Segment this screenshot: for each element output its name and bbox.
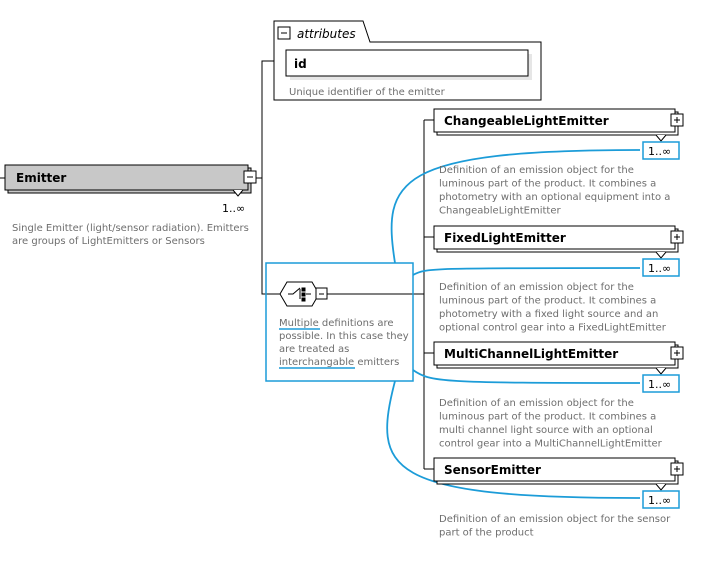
attribute-id-description: Unique identifier of the emitter (289, 87, 446, 98)
element-multichannel[interactable]: MultiChannelLightEmitter 1..∞ Definition o… (433, 341, 684, 450)
element-name: SensorEmitter (444, 463, 541, 477)
highlight-curve-2 (412, 267, 641, 276)
highlight-curves (386, 149, 641, 499)
sequence-marker-icon (655, 251, 667, 259)
collapse-icon[interactable] (243, 170, 257, 184)
cardinality-box (642, 374, 680, 393)
element-changeable[interactable]: ChangeableLightEmitter 1..∞ Definition of … (433, 108, 684, 217)
choice-compositor[interactable]: Multiple definitions are possible. In th… (265, 262, 414, 382)
element-cardinality: 1..∞ (648, 378, 671, 391)
sequence-marker-icon (655, 367, 667, 375)
cardinality-box (642, 258, 680, 277)
highlight-curve-1 (390, 149, 641, 264)
root-cardinality: 1..∞ (222, 202, 245, 215)
element-name: FixedLightEmitter (444, 231, 566, 245)
root-name: Emitter (16, 171, 66, 185)
collapse-choice-icon[interactable] (315, 287, 328, 300)
element-description: Definition of an emission object for the… (439, 282, 667, 334)
attribute-id[interactable] (285, 49, 529, 77)
attributes-group: attributes id Unique identifier of the e… (273, 20, 542, 101)
expand-icon[interactable] (670, 230, 684, 244)
expand-icon[interactable] (670, 346, 684, 360)
root-description: Single Emitter (light/sensor radiation).… (12, 223, 252, 247)
highlight-curve-4 (386, 380, 641, 499)
cardinality-box (642, 141, 680, 160)
element-description: Definition of an emission object for the… (439, 165, 670, 217)
cardinality-box (642, 490, 680, 509)
root-element[interactable]: Emitter 1..∞ (0, 164, 257, 215)
element-cardinality: 1..∞ (648, 262, 671, 275)
elements-layer: ChangeableLightEmitter 1..∞ Definition of … (433, 108, 684, 539)
element-cardinality: 1..∞ (648, 494, 671, 507)
sequence-marker-icon (232, 189, 244, 197)
expand-icon[interactable] (670, 462, 684, 476)
sequence-marker-icon (655, 134, 667, 142)
attribute-id-name: id (294, 57, 307, 71)
element-fixed[interactable]: FixedLightEmitter 1..∞ Definition of an em… (433, 225, 684, 334)
element-description: Definition of an emission object for the… (439, 398, 663, 450)
element-name: ChangeableLightEmitter (444, 114, 609, 128)
element-sensor[interactable]: SensorEmitter 1..∞ Definition of an emissi… (433, 457, 684, 539)
element-name: MultiChannelLightEmitter (444, 347, 618, 361)
expand-icon[interactable] (670, 113, 684, 127)
sequence-marker-icon (655, 483, 667, 491)
element-description: Definition of an emission object for the… (439, 514, 671, 539)
choice-icon (288, 287, 311, 302)
choice-connector (261, 178, 280, 295)
attributes-label: attributes (297, 27, 356, 41)
highlight-curve-3 (412, 369, 641, 384)
element-cardinality: 1..∞ (648, 145, 671, 158)
connectors (256, 60, 434, 470)
expand-attributes-icon[interactable] (277, 26, 291, 40)
element-branches (424, 119, 434, 470)
choice-description: Multiple definitions are possible. In th… (279, 318, 412, 368)
